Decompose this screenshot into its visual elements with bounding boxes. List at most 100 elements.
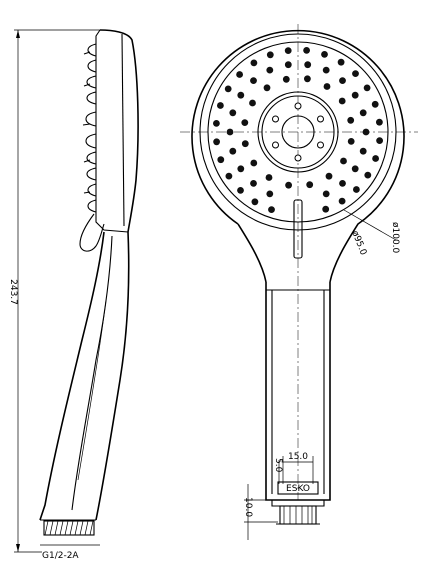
spray-hole [376, 137, 383, 145]
spray-hole [323, 83, 331, 90]
spray-hole [362, 128, 370, 136]
thread-body [43, 520, 95, 536]
outer-diameter-label: ø100.0 [390, 222, 400, 254]
spray-hole [265, 174, 273, 181]
side-nozzles [82, 43, 97, 213]
spray-hole [321, 51, 328, 58]
spray-hole [217, 102, 224, 109]
spray-hole [338, 197, 346, 205]
spray-face-inner [207, 41, 389, 223]
head-back-outline [99, 29, 139, 233]
spray-hole [322, 66, 330, 74]
spray-hole [266, 190, 274, 198]
spray-hole [249, 99, 256, 107]
spray-holes [213, 47, 383, 214]
spray-hole [241, 119, 249, 126]
handle-highlight-line [77, 299, 107, 481]
spray-hole [303, 47, 310, 54]
spray-hole [340, 157, 347, 165]
mode-slot [293, 199, 303, 259]
spray-hole [251, 198, 259, 206]
spray-hole [359, 109, 367, 117]
length-arrow-top [16, 30, 20, 38]
spray-hole [338, 97, 346, 105]
spray-hole [266, 51, 274, 59]
brand-label: ESKO [286, 484, 310, 494]
center-ring-outer [257, 91, 339, 173]
spray-hole [351, 91, 359, 99]
spray-hole [347, 138, 355, 145]
spray-hole [226, 128, 234, 136]
inner-nozzle [317, 141, 324, 149]
inner-nozzle [294, 154, 302, 162]
spray-hole [352, 70, 359, 77]
connector-nut [279, 505, 317, 525]
slot-width-label: 15.0 [288, 452, 308, 462]
spray-hole [353, 186, 360, 193]
head-neck-left [237, 223, 267, 283]
spray-hole [372, 155, 379, 162]
spray-hole [213, 120, 220, 127]
spray-hole [229, 147, 237, 155]
spray-hole [284, 61, 292, 69]
spray-hole [364, 171, 372, 179]
spray-hole [347, 116, 355, 124]
handle-front-outline [39, 231, 105, 521]
diameter-leader [343, 209, 397, 241]
spray-hole [322, 190, 330, 198]
head-front-outline [95, 29, 129, 233]
spray-hole [285, 181, 292, 189]
front-view: ø100.0 ø95.0 ESKO 15.0 5.0 10.0 [180, 24, 418, 540]
spray-hole [268, 206, 275, 214]
connector-thread [283, 506, 313, 524]
thread-label: G1/2-2A [42, 551, 79, 561]
spray-hole [339, 77, 346, 84]
spray-hole [225, 172, 233, 180]
head-inner-edge [121, 33, 125, 227]
spray-hole [371, 100, 379, 108]
spray-hole [363, 84, 371, 92]
spray-hole [229, 109, 237, 117]
spray-hole [339, 180, 346, 187]
spray-hole [325, 172, 333, 180]
spray-hole [250, 180, 257, 187]
spray-hole [250, 159, 258, 167]
slot-height-label: 5.0 [273, 458, 283, 473]
spray-hole [237, 187, 244, 194]
center-disc [281, 115, 315, 149]
thread-lines [44, 520, 94, 536]
handle-inner-line [71, 235, 113, 511]
spray-face-outer [199, 33, 397, 231]
spray-hole [241, 140, 249, 148]
spray-hole [237, 165, 245, 173]
spray-hole [266, 66, 274, 74]
spray-hole [263, 84, 271, 92]
inner-nozzle [317, 115, 324, 123]
spray-hole [337, 58, 345, 66]
spray-hole [322, 205, 330, 213]
spray-hole [217, 156, 225, 164]
spray-hole [304, 61, 312, 69]
spray-hole [213, 138, 221, 146]
length-arrow-bottom [16, 544, 20, 552]
spray-hole [250, 59, 258, 67]
spray-hole [284, 47, 292, 54]
handle-front-outline [265, 282, 331, 501]
brand-plate [277, 481, 319, 495]
center-ring-inner [261, 95, 335, 169]
spray-hole [376, 118, 383, 126]
inner-nozzle [272, 141, 279, 149]
handle-back-outline [95, 231, 130, 521]
side-view: 243.7 G1/2-2A [8, 29, 139, 561]
spray-hole [237, 91, 245, 99]
connector-collar [271, 500, 325, 507]
mode-lever [79, 213, 105, 252]
inner-nozzle [294, 102, 302, 110]
overall-length-label: 243.7 [8, 279, 18, 305]
inner-diameter-label: ø95.0 [349, 229, 368, 257]
inner-nozzle [272, 115, 279, 123]
spray-hole [306, 181, 314, 189]
neck-length-label: 10.0 [243, 497, 253, 517]
spray-hole [359, 147, 367, 155]
